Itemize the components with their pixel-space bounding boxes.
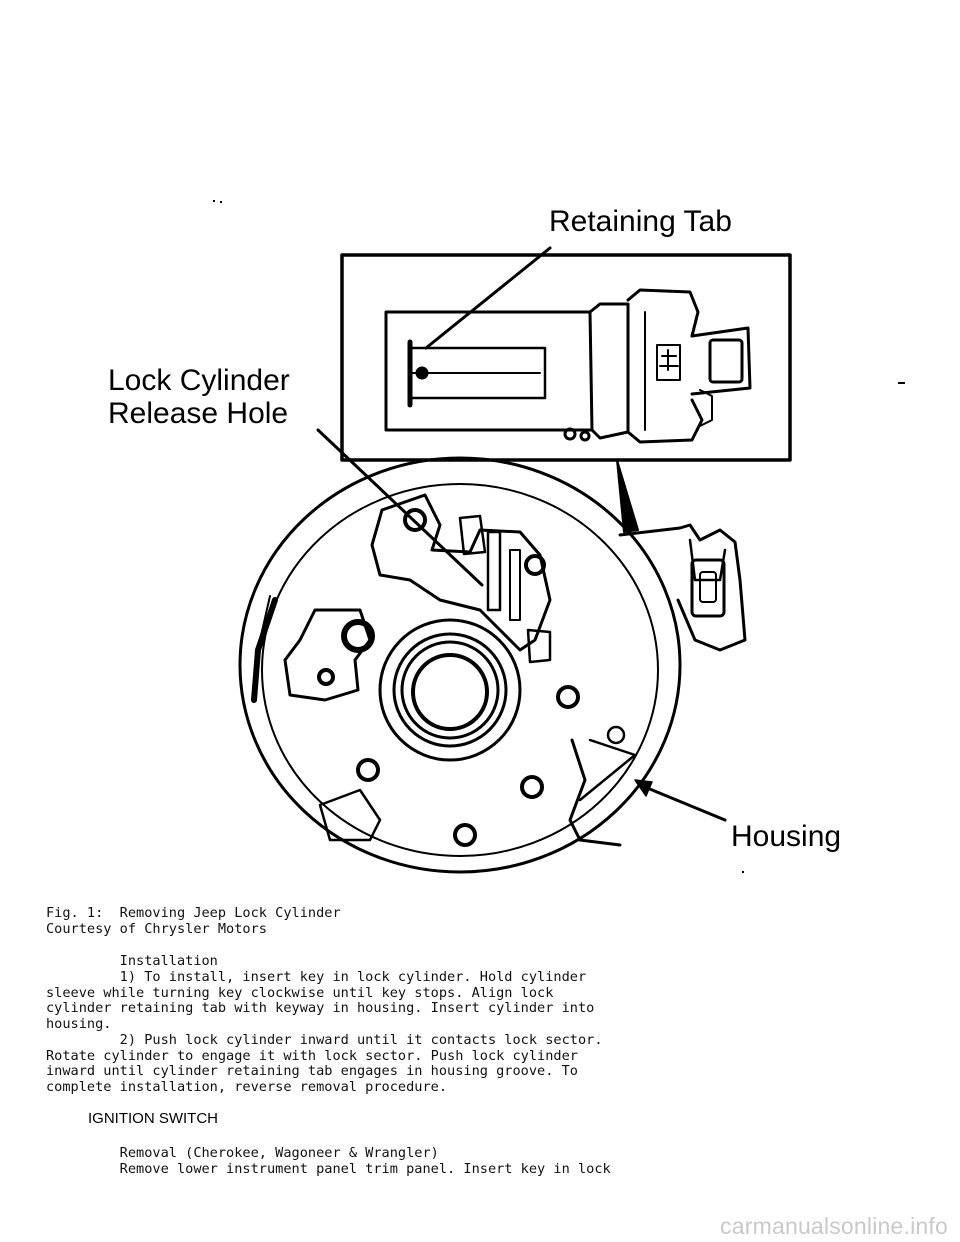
- installation-line: sleeve while turning key clockwise until…: [46, 985, 554, 1001]
- removal-line: Remove lower instrument panel trim panel…: [46, 1161, 611, 1177]
- section-heading-ignition-switch: IGNITION SWITCH: [88, 1110, 218, 1127]
- removal-subheading: Removal (Cherokee, Wagoneer & Wrangler): [46, 1145, 439, 1161]
- retaining-tab-leader: [424, 246, 552, 350]
- installation-line: complete installation, reverse removal p…: [46, 1079, 448, 1095]
- watermark: carmanualsonline.info: [720, 1213, 948, 1239]
- scan-speck: [220, 201, 222, 203]
- installation-heading: Installation: [46, 953, 218, 969]
- scan-speck: [898, 382, 905, 384]
- figure-credit: Courtesy of Chrysler Motors: [46, 921, 267, 937]
- installation-line: Rotate cylinder to engage it with lock s…: [46, 1048, 578, 1064]
- housing-leader: [638, 783, 727, 822]
- inset-frame: [340, 253, 792, 462]
- retaining-tab-label: Retaining Tab: [549, 205, 732, 238]
- scan-speck: [213, 200, 215, 202]
- inset-pointer-wedge: [616, 459, 639, 533]
- column-housing: [238, 456, 747, 874]
- scan-speck: [742, 871, 744, 873]
- installation-line: 1) To install, insert key in lock cylind…: [46, 969, 587, 985]
- figure-caption: Fig. 1: Removing Jeep Lock Cylinder: [46, 905, 341, 921]
- lock-cylinder-illustration: [238, 246, 792, 874]
- inset-lock-cylinder: [384, 288, 752, 444]
- installation-line: 2) Push lock cylinder inward until it co…: [46, 1032, 603, 1048]
- release-hole-label-line1: Lock Cylinder: [108, 364, 290, 397]
- installation-line: inward until cylinder retaining tab enga…: [46, 1063, 578, 1079]
- housing-label: Housing: [731, 820, 842, 853]
- release-hole-leader: [316, 428, 484, 587]
- installation-line: housing.: [46, 1016, 112, 1032]
- installation-line: cylinder retaining tab with keyway in ho…: [46, 1000, 595, 1016]
- release-hole-label-line2: Release Hole: [108, 397, 289, 430]
